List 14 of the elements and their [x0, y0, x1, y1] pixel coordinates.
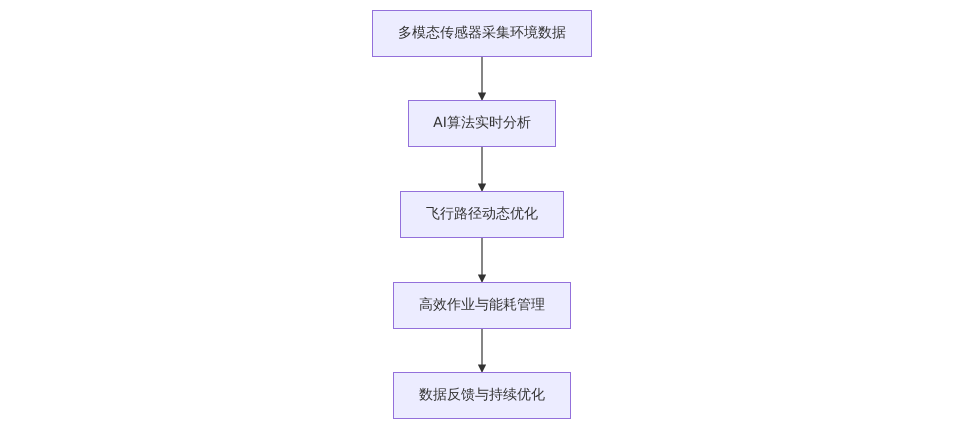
- box-label: 飞行路径动态优化: [426, 205, 538, 224]
- process-box: [393, 372, 571, 419]
- process-box: [400, 191, 564, 238]
- box-label: 多模态传感器采集环境数据: [398, 24, 566, 43]
- box-label: 数据反馈与持续优化: [419, 386, 545, 405]
- arrow: [478, 329, 486, 373]
- process-box: [393, 282, 571, 329]
- arrow: [478, 57, 486, 101]
- arrow: [478, 238, 486, 283]
- box-label: 高效作业与能耗管理: [419, 296, 545, 315]
- process-box: [408, 100, 556, 147]
- box-label: AI算法实时分析: [433, 114, 531, 133]
- process-box: [372, 10, 592, 57]
- arrow: [478, 147, 486, 192]
